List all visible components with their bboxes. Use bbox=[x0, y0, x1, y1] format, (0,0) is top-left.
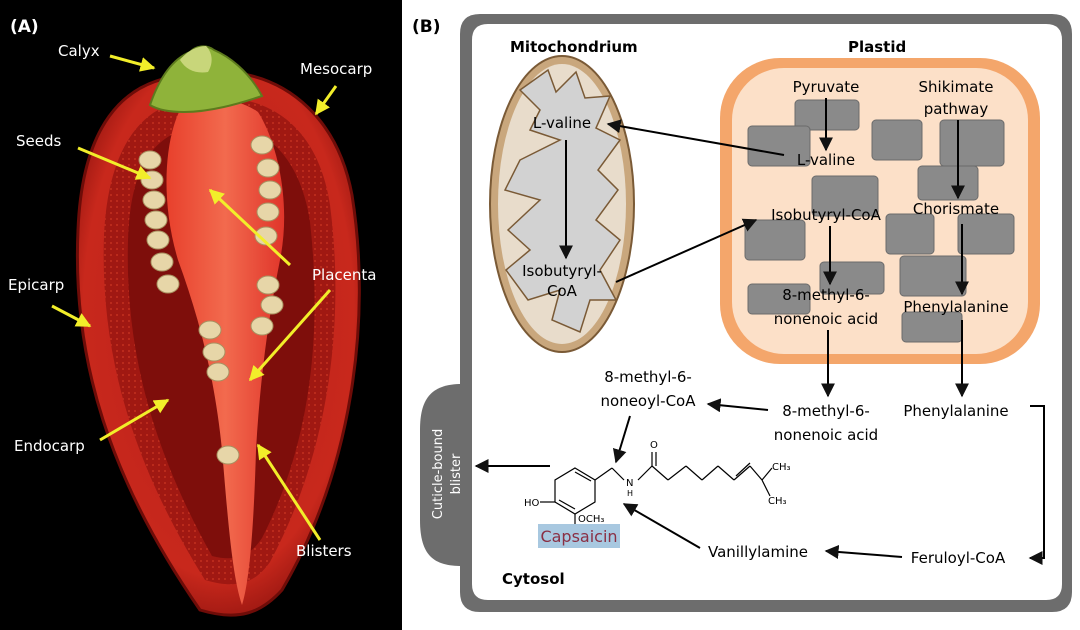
shikimate-line2: pathway bbox=[924, 100, 989, 118]
label-endocarp: Endocarp bbox=[14, 437, 85, 455]
panel-a-labels: Calyx Mesocarp Seeds Placenta Epicarp En… bbox=[8, 42, 376, 560]
arrow-seeds bbox=[77, 146, 152, 180]
plastid-nonenoic-line1: 8-methyl-6- bbox=[782, 286, 870, 304]
atom-ho: HO bbox=[524, 498, 540, 509]
atom-ch3-bottom: CH₃ bbox=[768, 496, 787, 507]
arrow-mesocarp bbox=[314, 85, 338, 116]
capsaicin-atoms: HO OCH₃ N H O CH₃ CH₃ bbox=[524, 440, 791, 525]
panel-a-tag: (A) bbox=[10, 17, 39, 37]
arrow-nonenoic-to-noneoyl bbox=[706, 398, 769, 413]
cytosol-nonenoic-line1: 8-methyl-6- bbox=[782, 402, 870, 420]
label-calyx: Calyx bbox=[58, 42, 100, 60]
arrow-endocarp bbox=[99, 398, 170, 442]
atom-och3: OCH₃ bbox=[578, 514, 604, 525]
label-placenta: Placenta bbox=[312, 266, 376, 284]
pyruvate: Pyruvate bbox=[793, 78, 860, 96]
noneoyl-coa-line1: 8-methyl-6- bbox=[604, 368, 692, 386]
mito-isobutyryl-line2: CoA bbox=[547, 282, 578, 300]
arrow-phenylalanine-to-feruloyl bbox=[1028, 405, 1045, 565]
plastid-l-valine: L-valine bbox=[797, 151, 855, 169]
plastid-phenylalanine: Phenylalanine bbox=[903, 298, 1008, 316]
blister-label-line1: Cuticle-bound bbox=[431, 429, 446, 519]
pepper-illustration bbox=[75, 45, 361, 617]
arrow-isobutyryl-to-plastid bbox=[615, 218, 758, 283]
feruloyl-coa: Feruloyl-CoA bbox=[911, 549, 1006, 567]
capsaicin-label: Capsaicin bbox=[540, 527, 617, 546]
atom-o: O bbox=[650, 440, 658, 451]
arrow-lvaline-to-mito bbox=[606, 119, 785, 156]
arrow-vanillylamine-to-capsaicin bbox=[622, 503, 701, 549]
label-mesocarp: Mesocarp bbox=[300, 60, 372, 78]
thylakoid-stacks bbox=[744, 99, 1015, 343]
blister-label: Cuticle-bound blister bbox=[431, 429, 464, 519]
callout-arrows bbox=[51, 54, 338, 541]
label-epicarp: Epicarp bbox=[8, 276, 64, 294]
atom-h: H bbox=[627, 489, 633, 498]
chorismate: Chorismate bbox=[913, 200, 999, 218]
shikimate-line1: Shikimate bbox=[919, 78, 994, 96]
label-mitochondrion: Mitochondrium bbox=[510, 38, 638, 56]
arrow-placenta-1 bbox=[208, 188, 292, 267]
label-cytosol: Cytosol bbox=[502, 570, 565, 588]
panel-a: (A) bbox=[0, 0, 402, 630]
pathway-arrows bbox=[474, 98, 1045, 565]
arrow-calyx bbox=[109, 54, 156, 72]
cuticle-blister bbox=[420, 384, 462, 566]
arrow-noneoyl-to-capsaicin bbox=[612, 415, 631, 464]
cytosol-phenylalanine: Phenylalanine bbox=[903, 402, 1008, 420]
arrow-feruloyl-to-vanillylamine bbox=[824, 545, 903, 559]
capsaicin-highlight bbox=[538, 524, 620, 548]
blister-label-line2: blister bbox=[449, 453, 464, 494]
capsaicin-structure: HO OCH₃ N H O CH₃ CH₃ Capsaicin bbox=[524, 440, 791, 548]
panel-b-tag: (B) bbox=[412, 17, 441, 37]
label-seeds: Seeds bbox=[16, 132, 62, 150]
plastid-isobutyryl-coa: Isobutyryl-CoA bbox=[771, 206, 881, 224]
seed-group bbox=[138, 135, 284, 465]
noneoyl-coa-line2: noneoyl-CoA bbox=[601, 392, 697, 410]
mito-matrix bbox=[503, 68, 622, 334]
calyx-cap bbox=[148, 45, 264, 114]
label-plastid: Plastid bbox=[848, 38, 906, 56]
metabolite-labels: L-valine Isobutyryl- CoA Pyruvate Shikim… bbox=[522, 78, 1009, 567]
cytosol-nonenoic-line2: nonenoic acid bbox=[774, 426, 878, 444]
calyx-stem bbox=[180, 46, 212, 73]
label-blisters: Blisters bbox=[296, 542, 352, 560]
mito-l-valine: L-valine bbox=[533, 114, 591, 132]
atom-ch3-top: CH₃ bbox=[772, 462, 791, 473]
capsaicin-bonds bbox=[540, 452, 773, 528]
arrow-placenta-2 bbox=[248, 289, 332, 382]
mito-isobutyryl-line1: Isobutyryl- bbox=[522, 262, 602, 280]
arrow-blisters bbox=[256, 443, 322, 541]
atom-n: N bbox=[626, 478, 633, 489]
arrow-epicarp bbox=[51, 304, 92, 328]
mitochondrion bbox=[489, 55, 635, 353]
panel-b: (B) Cuticle-bound blister Mitochondrium bbox=[412, 14, 1072, 612]
vanillylamine: Vanillylamine bbox=[708, 543, 808, 561]
plastid-nonenoic-line2: nonenoic acid bbox=[774, 310, 878, 328]
